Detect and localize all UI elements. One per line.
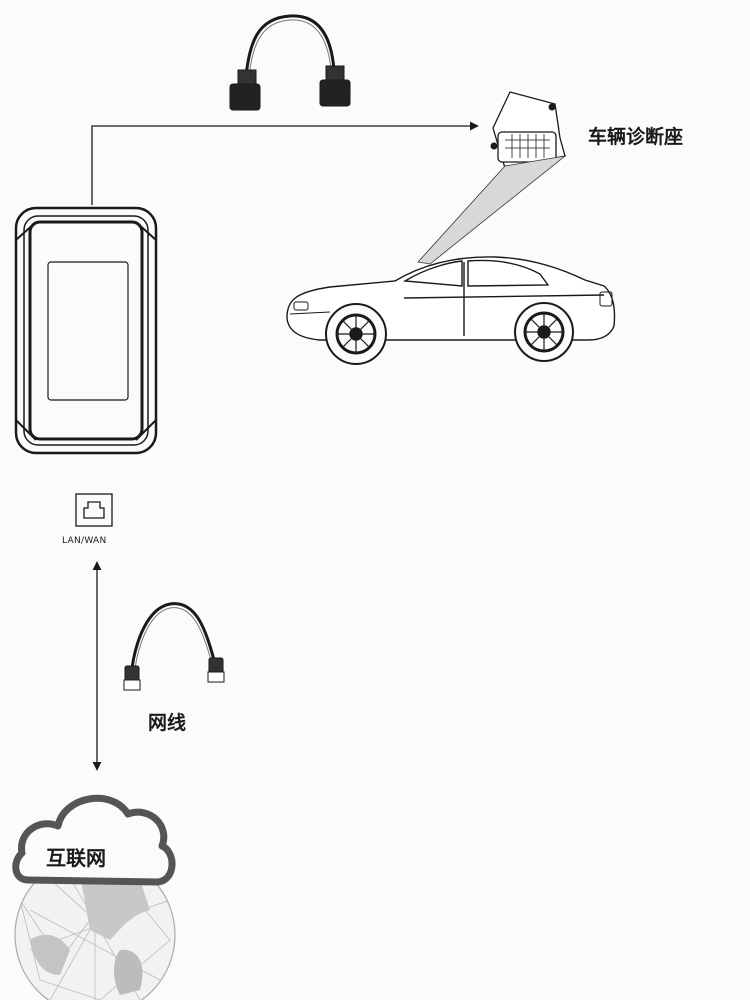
- ethernet-port-icon: [75, 493, 113, 527]
- diagnostic-tablet-icon: [14, 206, 158, 455]
- network-cable-icon: [123, 602, 225, 691]
- vehicle-port-label: 车辆诊断座: [588, 126, 684, 148]
- tablet-to-port-arrow: [91, 121, 479, 205]
- lan-wan-label: LAN/WAN: [62, 536, 107, 546]
- cloud-icon: [12, 794, 176, 886]
- internet-label: 互联网: [46, 846, 106, 870]
- magnifier-beam: [417, 155, 567, 265]
- car-icon: [286, 256, 616, 365]
- globe-icon: [14, 854, 176, 1000]
- obd-port-icon: [490, 91, 566, 169]
- network-cable-label: 网线: [148, 712, 187, 734]
- obd-cable-icon: [229, 14, 351, 111]
